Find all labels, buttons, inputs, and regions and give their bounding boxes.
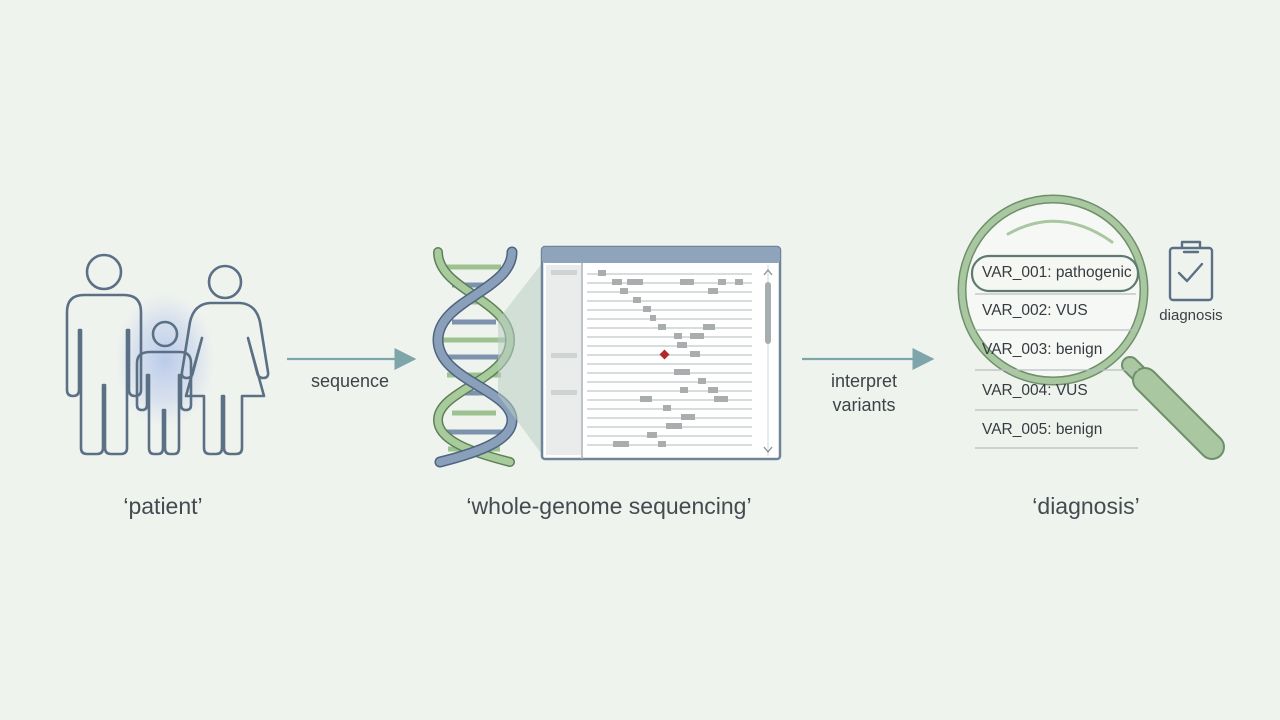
variant-marker (659, 349, 670, 360)
variant-row: VAR_005: benign (982, 421, 1103, 438)
magnifier-handle (1121, 356, 1225, 460)
variant-row: VAR_004: VUS (982, 382, 1088, 399)
variant-row: VAR_001: pathogenic (982, 264, 1132, 281)
variant-row: VAR_002: VUS (982, 302, 1088, 319)
caption-diagnosis: ‘diagnosis’ (1032, 493, 1140, 519)
adult-male-figure (65, 253, 143, 456)
dna-strand-green (434, 248, 514, 466)
scrollbar (763, 265, 773, 456)
highlighted-variant-pill (970, 254, 1140, 293)
magnifier-rim (959, 196, 1147, 384)
arrow-label-interpret-line2: variants (832, 395, 896, 415)
caption-patient: ‘patient’ (123, 493, 203, 519)
arrow-label-interpret-line1: interpret (830, 371, 898, 391)
variant-row: VAR_003: benign (982, 341, 1103, 358)
arrow-label-interpret: interpret variants (831, 369, 897, 417)
dna-strand-blue (433, 248, 517, 466)
read-blocks (598, 270, 743, 447)
clipboard-check-icon (1168, 240, 1214, 302)
track-panel (546, 265, 581, 455)
family-icon (65, 253, 270, 456)
genome-browser-window-icon (540, 245, 782, 461)
child-figure (135, 320, 193, 456)
arrow-label-sequence: sequence (310, 371, 390, 391)
zoom-wedge (498, 258, 546, 460)
dna-helix-icon (432, 246, 518, 468)
variant-separators (975, 293, 1138, 449)
clipboard-label: diagnosis (1159, 307, 1223, 324)
window-title-bar (542, 247, 780, 263)
adult-female-figure (180, 264, 270, 456)
caption-sequencing: ‘whole-genome sequencing’ (466, 493, 752, 519)
